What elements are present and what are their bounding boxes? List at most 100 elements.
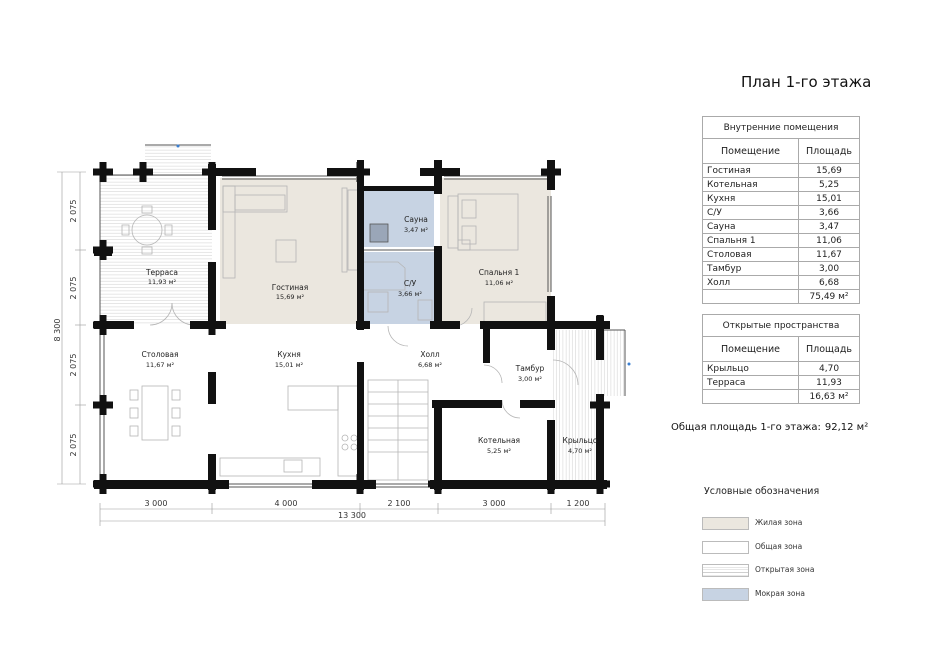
room-name-bedroom: Спальня 1 (479, 268, 520, 277)
inner-table-caption: Внутренние помещения (702, 116, 860, 139)
legend-label-living: Жилая зона (755, 518, 803, 527)
log-corners (93, 162, 610, 494)
room-name-dining: Столовая (141, 350, 178, 359)
inner-table-room-name: Кухня (701, 191, 800, 206)
inner-table-room-name: Гостиная (701, 163, 800, 178)
terrace-floor (100, 175, 212, 325)
inner-table-room-name: Столовая (701, 247, 800, 262)
room-name-porch: Крыльцо (563, 436, 598, 445)
inner-table-room-area: 6,68 (798, 275, 860, 290)
dimensions (57, 171, 606, 526)
living-floor (220, 178, 360, 324)
inner-table-room-name: Спальня 1 (701, 233, 800, 248)
dim-bottom-4: 3 000 (483, 499, 506, 508)
dim-bottom-total: 13 300 (338, 511, 366, 520)
terrace-light-point (176, 144, 180, 148)
inner-total-value: 75,49 м² (798, 289, 860, 304)
room-area-hall: 6,68 м² (418, 361, 442, 369)
legend-swatch-wet (702, 588, 749, 601)
porch-step (603, 330, 625, 396)
room-name-living: Гостиная (272, 283, 309, 292)
dim-left-2: 2 075 (69, 277, 78, 300)
inner-table-room-area: 3,66 (798, 205, 860, 220)
room-area-living: 15,69 м² (276, 293, 305, 301)
dining-table (141, 385, 169, 441)
toilet (367, 291, 389, 313)
room-area-vestibule: 3,00 м² (518, 375, 542, 383)
room-name-sauna: Сауна (404, 215, 428, 224)
room-labels: Терраса 11,93 м² Гостиная 15,69 м² Сауна… (141, 215, 597, 455)
outer-table-room-name: Терраса (701, 375, 800, 390)
total-area-value: 92,12 м² (824, 422, 869, 433)
inner-table-room-area: 15,01 (798, 191, 860, 206)
inner-table-room-name: Холл (701, 275, 800, 290)
inner-table-room-name: С/У (701, 205, 800, 220)
room-name-bath: С/У (404, 279, 417, 288)
armchair (275, 239, 297, 263)
room-area-porch: 4,70 м² (568, 447, 592, 455)
legend-label-open: Открытая зона (755, 565, 815, 574)
outer-table-caption: Открытые пространства (702, 314, 860, 337)
legend-label-wet: Мокрая зона (755, 589, 805, 598)
floor-plan: Терраса 11,93 м² Гостиная 15,69 м² Сауна… (53, 144, 631, 526)
stairs (367, 379, 429, 481)
log-walls (94, 160, 610, 490)
dim-bottom-3: 2 100 (388, 499, 411, 508)
inner-header-area: Площадь (798, 138, 860, 164)
sink (417, 299, 433, 321)
dim-left-1: 2 075 (69, 200, 78, 223)
legend-swatch-living (702, 517, 749, 530)
legend-item-open: Открытая зона (702, 564, 902, 577)
inner-table-room-name: Тамбур (701, 261, 800, 276)
outer-table-room-area: 4,70 (798, 361, 860, 376)
room-area-sauna: 3,47 м² (404, 226, 428, 234)
open-spaces-table: Открытые пространства Помещение Площадь … (701, 314, 860, 404)
dim-bottom-5: 1 200 (567, 499, 590, 508)
inner-table-room-area: 3,00 (798, 261, 860, 276)
room-area-bath: 3,66 м² (398, 290, 422, 298)
inner-rooms-table: Внутренние помещения Помещение Площадь Г… (701, 116, 860, 304)
outer-total-value: 16,63 м² (798, 389, 860, 404)
room-name-vestibule: Тамбур (515, 364, 545, 373)
legend-label-common: Общая зона (755, 542, 803, 551)
total-area: Общая площадь 1-го этажа:92,12 м² (671, 422, 868, 433)
legend-title: Условные обозначения (704, 486, 820, 497)
inner-total-label (701, 289, 800, 304)
legend-item-wet: Мокрая зона (702, 588, 902, 601)
dim-bottom-1: 3 000 (145, 499, 168, 508)
outer-table-room-name: Крыльцо (701, 361, 800, 376)
legend-swatch-open (702, 564, 749, 577)
sauna-heater (369, 223, 389, 243)
legend-item-common: Общая зона (702, 541, 902, 554)
inner-table-room-name: Котельная (701, 177, 800, 192)
outer-total-label (701, 389, 800, 404)
room-area-dining: 11,67 м² (146, 361, 175, 369)
zone-fills (100, 145, 625, 482)
dim-left-3: 2 075 (69, 354, 78, 377)
room-name-boiler: Котельная (478, 436, 520, 445)
outer-header-area: Площадь (798, 336, 860, 362)
inner-table-room-area: 15,69 (798, 163, 860, 178)
inner-table-room-name: Сауна (701, 219, 800, 234)
terrace-step (145, 145, 211, 173)
inner-table-room-area: 5,25 (798, 177, 860, 192)
legend-item-living: Жилая зона (702, 517, 902, 530)
inner-header-room: Помещение (701, 138, 800, 164)
kitchen-island (287, 385, 339, 411)
room-name-kitchen: Кухня (277, 350, 301, 359)
room-area-terrace: 11,93 м² (148, 278, 177, 286)
inner-table-room-area: 11,67 (798, 247, 860, 262)
legend-swatch-common (702, 541, 749, 554)
room-name-terrace: Терраса (145, 268, 178, 277)
dim-left-total: 8 300 (53, 319, 62, 342)
room-area-bedroom: 11,06 м² (485, 279, 514, 287)
